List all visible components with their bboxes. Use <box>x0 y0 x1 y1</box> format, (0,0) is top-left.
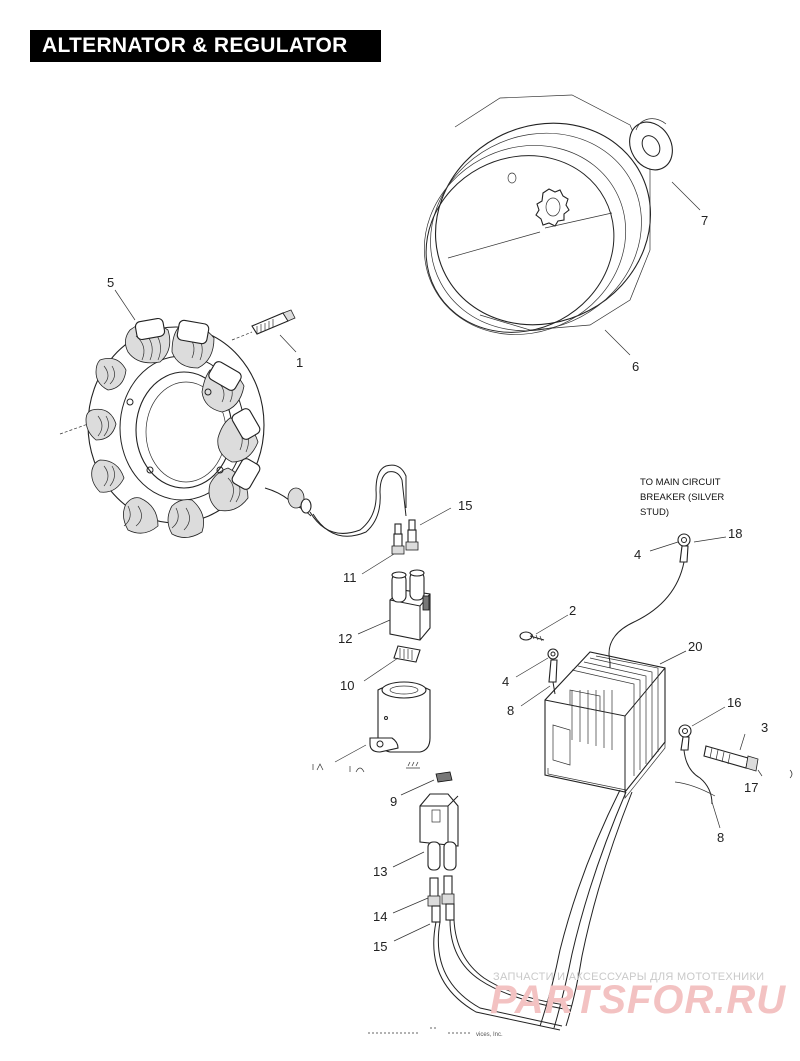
callout-8-lower: 8 <box>717 830 724 845</box>
washer-part-7 <box>629 118 673 171</box>
note-to-main-circuit-breaker: TO MAIN CIRCUIT BREAKER (SILVER STUD) <box>640 477 724 518</box>
callout-17: 17 <box>744 780 758 795</box>
callout-6: 6 <box>632 359 639 374</box>
callout-16: 16 <box>727 695 741 710</box>
callout-4-upper: 4 <box>634 547 641 562</box>
regulator-part-20 <box>539 651 666 1029</box>
connector-part-13 <box>419 793 459 871</box>
main-circuit-lead-part-18 <box>608 533 691 668</box>
callout-2: 2 <box>569 603 576 618</box>
ring-terminal-part-16 <box>674 724 716 805</box>
callout-20: 20 <box>688 639 702 654</box>
note-line-1: TO MAIN CIRCUIT <box>640 477 721 488</box>
callout-4-lower: 4 <box>502 674 509 689</box>
stator-terminals-11-15 <box>391 519 419 555</box>
callout-1: 1 <box>296 355 303 370</box>
callout-3: 3 <box>761 720 768 735</box>
callout-11: 11 <box>343 570 357 585</box>
ring-terminal-part-4-8 <box>547 648 559 695</box>
callout-10: 10 <box>340 678 354 693</box>
callout-15-upper: 15 <box>458 498 472 513</box>
rotor-part-6 <box>423 94 652 335</box>
copyright-fragment: vices, Inc. <box>476 1032 503 1038</box>
stator-part-5 <box>59 317 407 538</box>
bolt-part-1 <box>231 309 296 341</box>
watermark-brand: PARTSFOR.RU <box>490 978 786 1022</box>
connector-part-12 <box>389 569 431 641</box>
terminal-lock-part-9 <box>406 761 453 783</box>
callout-9: 9 <box>390 794 397 809</box>
cropped-callout-19 <box>312 763 365 773</box>
callout-13: 13 <box>373 864 387 879</box>
note-line-2: BREAKER (SILVER <box>640 492 724 503</box>
watermark: ЗАПЧАСТИ И АКСЕССУАРЫ ДЛЯ МОТОТЕХНИКИ PA… <box>490 971 786 1022</box>
footer-copyright: vices, Inc. <box>368 1027 503 1038</box>
callout-8-upper: 8 <box>507 703 514 718</box>
bolt-part-3 <box>703 745 759 772</box>
callout-12: 12 <box>338 631 352 646</box>
callout-14: 14 <box>373 909 387 924</box>
callout-7: 7 <box>701 213 708 228</box>
callout-5: 5 <box>107 275 114 290</box>
leader-lines <box>114 181 763 942</box>
screw-part-2 <box>519 631 545 642</box>
secondary-lock-part-10 <box>393 645 421 663</box>
callout-18: 18 <box>728 526 742 541</box>
callout-numbers: 1 2 3 4 4 5 6 7 8 8 9 10 11 12 13 14 15 … <box>107 213 768 954</box>
callout-15-lower: 15 <box>373 939 387 954</box>
housing-part-19 <box>369 681 431 753</box>
regulator-terminals-14-15 <box>427 875 573 1031</box>
watermark-top-line: ЗАПЧАСТИ И АКСЕССУАРЫ ДЛЯ МОТОТЕХНИКИ <box>493 971 764 983</box>
note-line-3: STUD) <box>640 507 669 518</box>
page-title: ALTERNATOR & REGULATOR <box>30 30 381 62</box>
